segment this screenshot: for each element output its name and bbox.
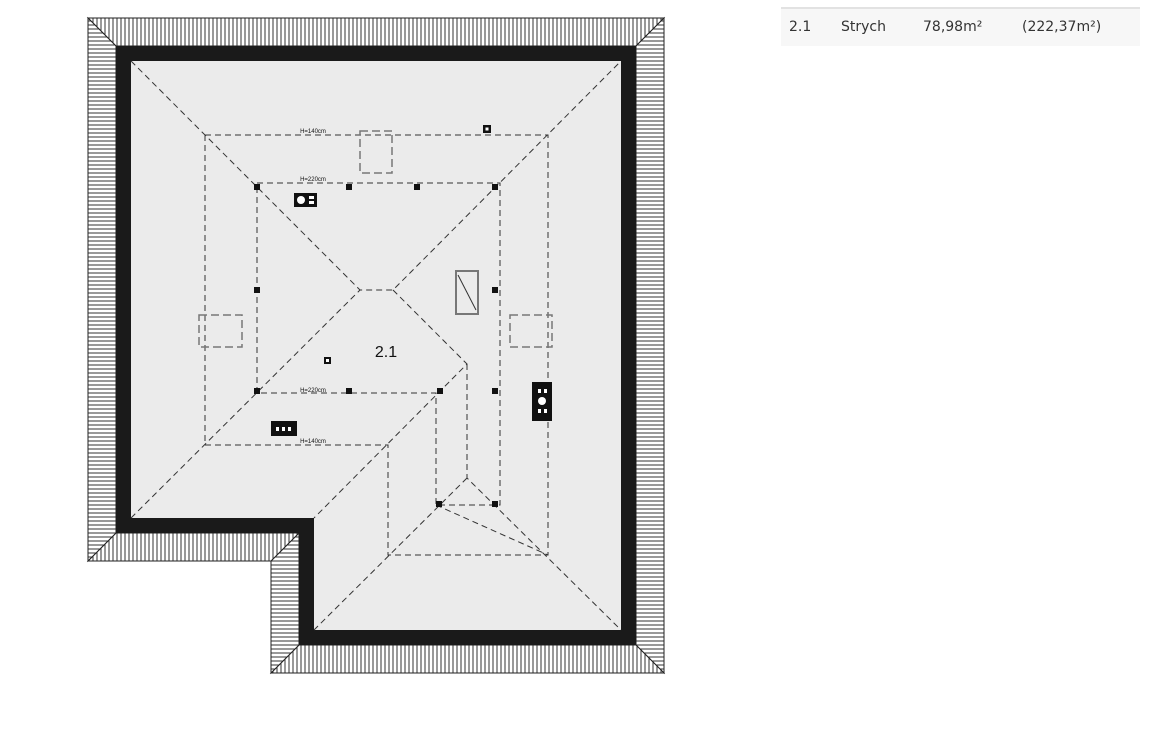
room-area: 78,98m² xyxy=(923,19,983,35)
chimneys xyxy=(271,125,552,436)
height-label: H=220cm xyxy=(300,177,326,183)
roof-eaves xyxy=(86,16,666,675)
height-label: H=140cm xyxy=(300,439,326,445)
attic-floor xyxy=(131,61,621,630)
roof-hatch xyxy=(455,270,479,315)
room-label: 2.1 xyxy=(375,344,397,361)
room-number: 2.1 xyxy=(789,19,812,35)
skylights xyxy=(198,130,553,348)
height-label: H=140cm xyxy=(300,129,326,135)
attic-floor-plan: H=140cm H=220cm H=220cm H=140cm 2.1 xyxy=(86,16,666,675)
height-label: H=220cm xyxy=(300,388,326,394)
posts xyxy=(254,184,498,507)
rooms-table-row: 2.1 Strych 78,98m² (222,37m²) xyxy=(781,7,1140,46)
room-total-area: (222,37m²) xyxy=(1022,19,1102,35)
room-name: Strych xyxy=(841,19,886,35)
